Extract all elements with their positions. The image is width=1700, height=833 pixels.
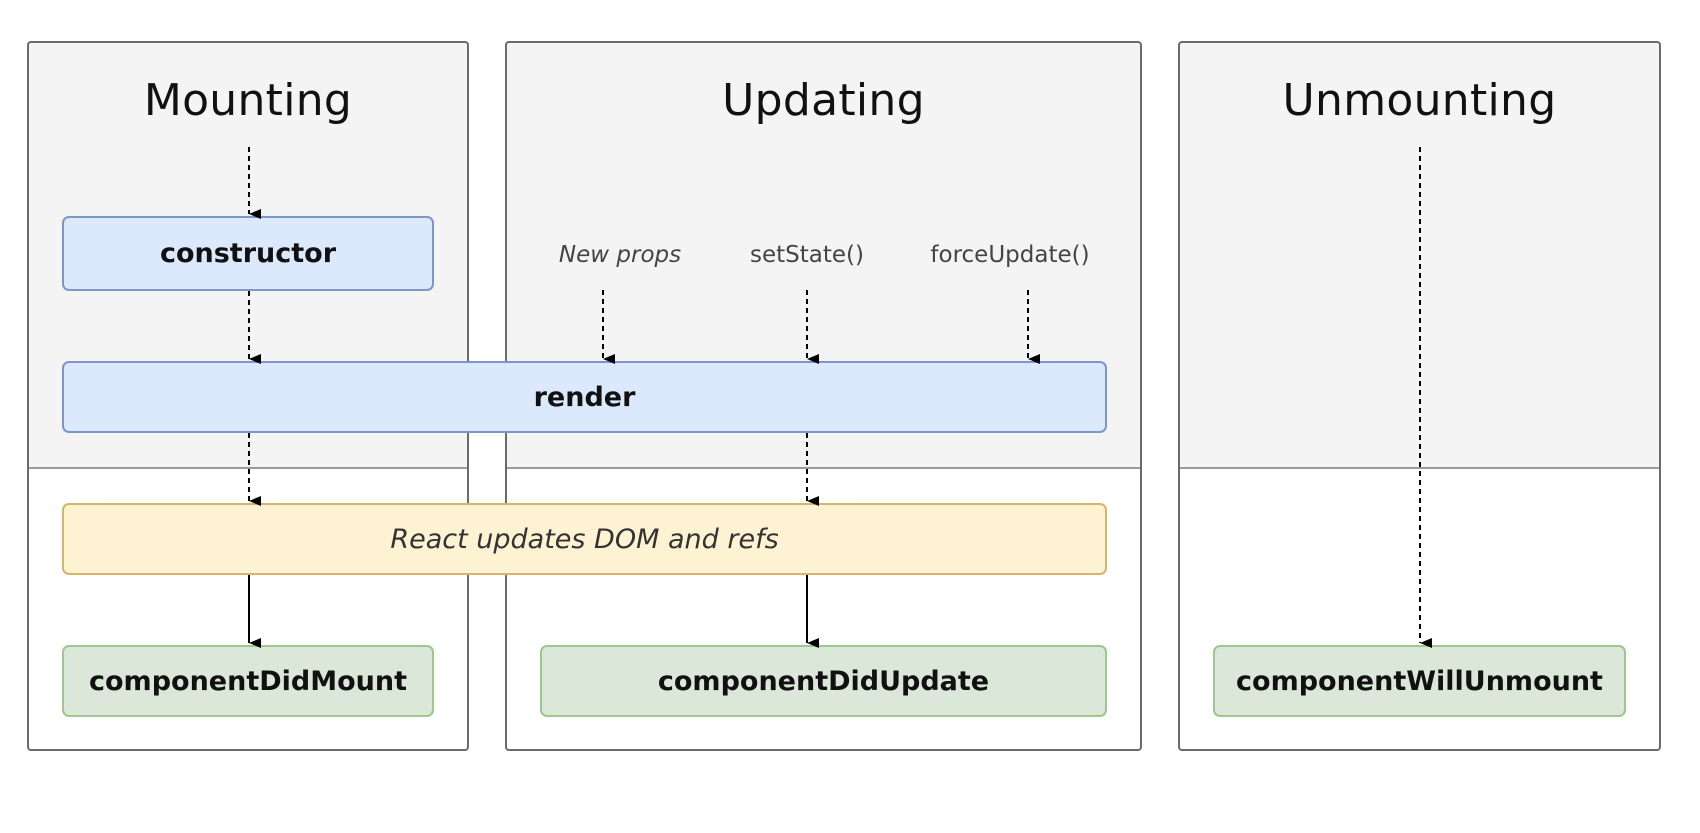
phase-divider: [29, 467, 467, 469]
component-did-update-box: componentDidUpdate: [540, 645, 1107, 717]
trigger-new-props: New props: [558, 242, 682, 268]
constructor-box: constructor: [62, 216, 434, 291]
phase-divider: [507, 467, 1140, 469]
phase-title-unmounting: Unmounting: [1282, 75, 1557, 126]
phase-divider: [1180, 467, 1659, 469]
dom-update-box: React updates DOM and refs: [62, 503, 1107, 575]
render-box: render: [62, 361, 1107, 433]
trigger-set-state: setState(): [750, 242, 864, 268]
phase-title-mounting: Mounting: [143, 75, 353, 126]
phase-title-updating: Updating: [722, 75, 925, 126]
component-will-unmount-box: componentWillUnmount: [1213, 645, 1626, 717]
component-did-mount-box: componentDidMount: [62, 645, 434, 717]
trigger-force-update: forceUpdate(): [930, 242, 1090, 268]
